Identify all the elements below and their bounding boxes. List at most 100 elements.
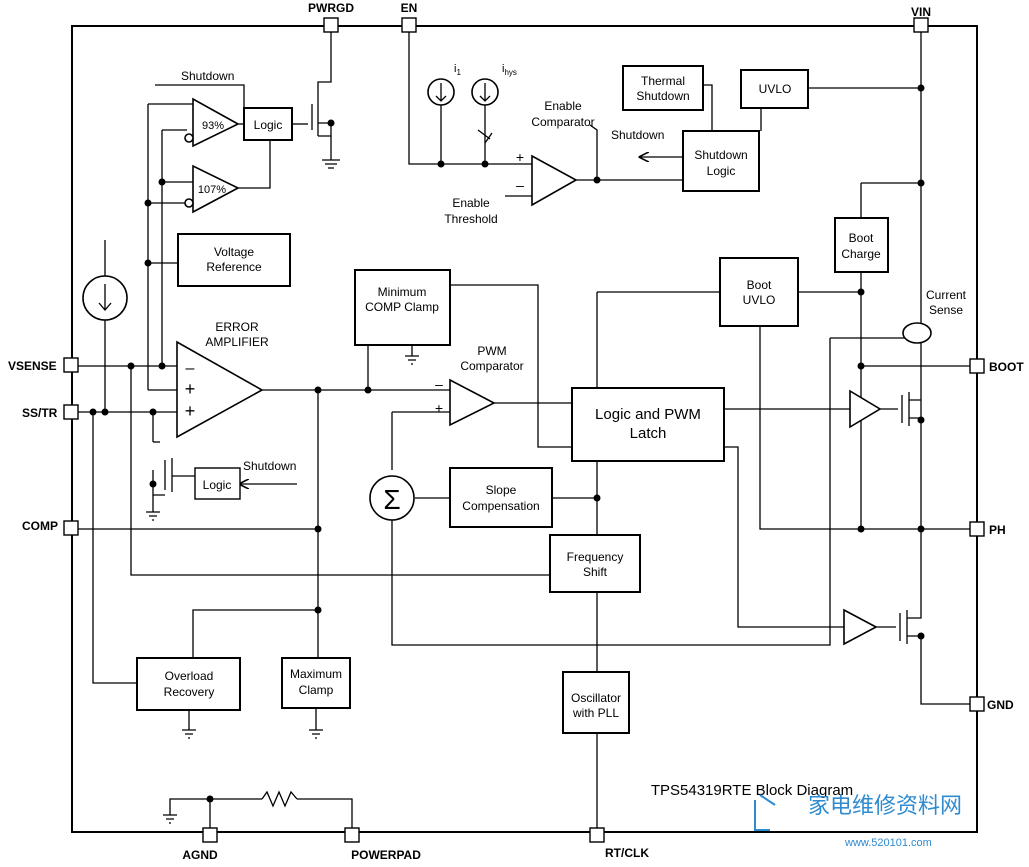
chip-outline [71,25,978,833]
ea-plus-sign-1: + [185,379,196,399]
thermal-shutdown-block [622,65,704,111]
boot-charge-line1: Boot [849,231,874,245]
maximum-clamp-line1: Maximum [290,667,342,681]
current-sense-line2: Sense [929,303,963,317]
en-plus-sign: + [516,149,524,165]
shutdown-logic-line1: Shutdown [694,148,747,162]
logic-block-top [243,107,293,141]
logic-pwm-latch-line2: Latch [630,425,667,442]
frequency-shift-block [549,534,641,593]
pin-ph [969,521,985,537]
pin-vin [913,17,929,33]
pwm-comparator-line1: PWM [477,344,506,358]
pin-label-ph: PH [989,523,1006,537]
current-sense-symbol [902,322,932,344]
pin-comp [63,520,79,536]
pin-label-en: EN [401,1,418,15]
pin-powerpad [344,827,360,843]
diagram-title: TPS54319RTE Block Diagram [651,782,853,799]
slope-compensation-block [449,467,553,528]
high-side-driver [849,389,882,429]
oscillator-pll-block [562,671,630,734]
junction-dots [89,84,925,803]
pin-label-comp: COMP [22,519,58,533]
pwm-minus-sign: – [435,376,443,392]
boot-uvlo-line2: UVLO [743,293,776,307]
watermark-logo: 家电维修资料网 www.520101.com [754,794,962,849]
summing-node [369,475,415,521]
pwm-comparator-symbol [449,378,496,427]
boot-charge-block [834,217,889,273]
pin-en [401,17,417,33]
oscillator-pll-line2: with PLL [572,706,619,720]
error-amplifier-symbol [176,340,264,439]
comparator-93 [184,97,240,148]
pin-boot [969,358,985,374]
pin-ss-tr [63,404,79,420]
frequency-shift-line1: Frequency [567,550,624,564]
comparator-93-label: 93% [202,120,224,132]
thermal-shutdown-line2: Shutdown [636,89,689,103]
ea-minus-sign: – [186,360,195,377]
watermark-url: www.520101.com [844,837,932,849]
pin-rt-clk [589,827,605,843]
pin-label-vin: VIN [911,5,931,19]
overload-recovery-line1: Overload [165,669,214,683]
slope-compensation-line1: Slope [486,483,517,497]
oscillator-pll-line1: Oscillator [571,691,621,705]
pin-label-powerpad: POWERPAD [351,848,421,862]
enable-comparator-line2: Comparator [531,115,594,129]
shutdown-logic-line2: Logic [707,164,736,178]
ea-plus-sign-2: + [185,401,196,421]
pwm-comparator-line2: Comparator [460,359,523,373]
wires [78,32,978,832]
pin-agnd [202,827,218,843]
overload-recovery-block [136,657,241,711]
overload-recovery-line2: Recovery [164,685,215,699]
pin-pwrgd [323,17,339,33]
sigma-symbol: Σ [383,484,400,515]
current-source-ihys [471,78,499,106]
en-minus-sign: – [516,177,524,193]
pin-gnd [969,696,985,712]
current-sense-line1: Current [926,288,967,302]
uvlo-label: UVLO [759,82,792,96]
pin-label-vsense: VSENSE [8,359,57,373]
voltage-reference-line1: Voltage [214,245,254,259]
thermal-shutdown-line1: Thermal [641,74,685,88]
logic-small-label: Logic [203,478,232,492]
minimum-comp-clamp-block [354,269,451,346]
shutdown-label-top: Shutdown [181,69,234,83]
slope-compensation-line2: Compensation [462,499,539,513]
boot-charge-line2: Charge [841,247,881,261]
error-amplifier-line1: ERROR [215,320,259,334]
error-amplifier-line2: AMPLIFIER [205,335,269,349]
logic-block-small [194,467,241,500]
voltage-reference-line2: Reference [206,260,262,274]
maximum-clamp-block [281,657,351,709]
watermark-text: 家电维修资料网 [808,794,962,819]
enable-threshold-line1: Enable [452,196,490,210]
shutdown-label-small: Shutdown [243,459,296,473]
logic-pwm-latch-block [571,387,725,462]
uvlo-block [740,69,809,109]
shutdown-label-en: Shutdown [611,128,664,142]
comparator-107 [184,164,240,214]
pin-label-gnd: GND [987,698,1014,712]
enable-threshold-line2: Threshold [444,212,497,226]
ihys-label: ihys [502,63,517,77]
boot-uvlo-line1: Boot [747,278,772,292]
min-comp-clamp-line1: Minimum [378,285,427,299]
voltage-reference-block [177,233,291,287]
pin-label-rt-clk: RT/CLK [605,846,649,860]
current-source-i1 [427,78,455,106]
current-source-ss [82,275,128,321]
pin-label-ss-tr: SS/TR [22,406,58,420]
enable-comparator-line1: Enable [544,99,582,113]
shutdown-logic-block [682,130,760,192]
pwm-plus-sign: + [435,400,443,416]
logic-pwm-latch-line1: Logic and PWM [595,406,701,423]
i1-label: i1 [454,63,461,77]
pin-vsense [63,357,79,373]
